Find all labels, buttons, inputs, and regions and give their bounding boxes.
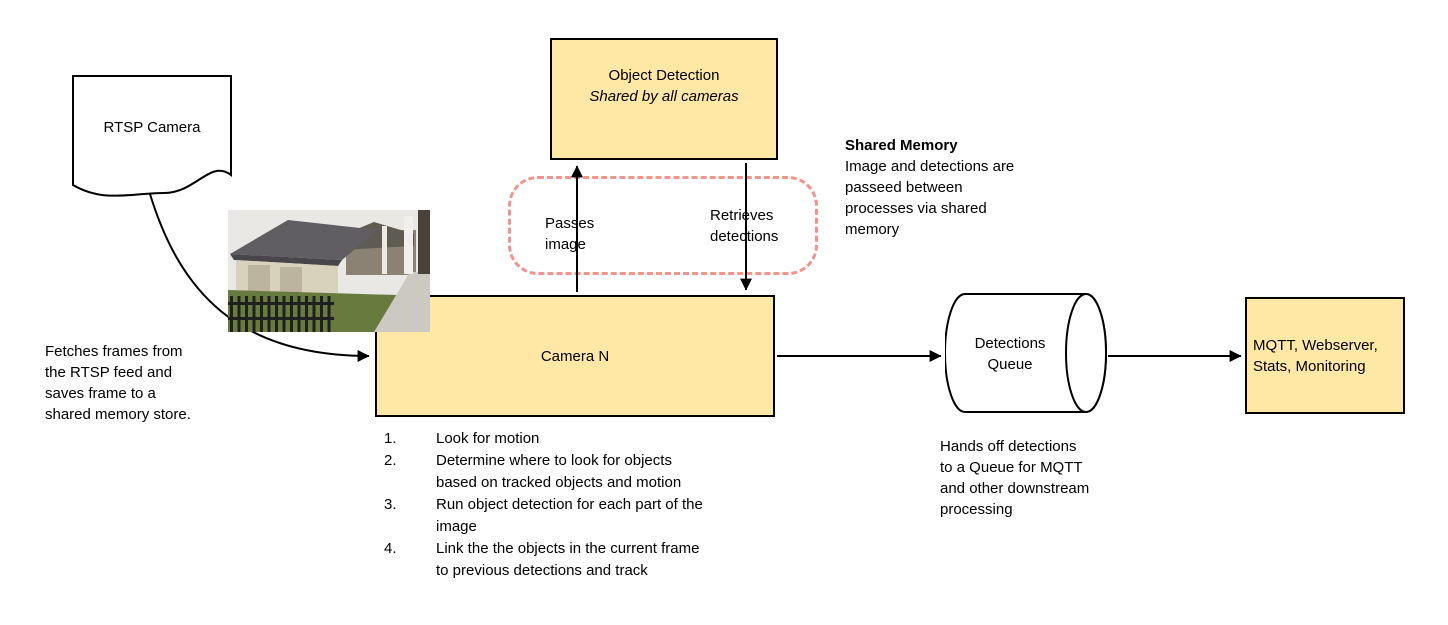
backyard-photo: [228, 210, 430, 332]
document-shape: [72, 75, 232, 197]
rtsp-camera-node: RTSP Camera: [72, 75, 232, 209]
mqtt-label: MQTT, Webserver, Stats, Monitoring: [1253, 336, 1378, 375]
shared-memory-body: Image and detections are passeed between…: [845, 158, 1015, 238]
retrieves-detections-label: Retrieves detections: [710, 207, 779, 245]
camera-step: Run object detection for each part of th…: [384, 494, 703, 535]
camera-feed-image: [228, 210, 430, 332]
detections-queue-node: Detections Queue: [945, 293, 1107, 415]
camera-n-node: Camera N: [375, 295, 775, 417]
camera-step: Look for motion: [384, 428, 540, 450]
mqtt-node: MQTT, Webserver, Stats, Monitoring: [1245, 297, 1405, 414]
camera-steps-list: Look for motion Determine where to look …: [384, 428, 724, 582]
shared-memory-note: Shared Memory Image and detections are p…: [845, 135, 1017, 240]
passes-image-label: Passes image: [545, 215, 595, 253]
shared-memory-title: Shared Memory: [845, 137, 958, 154]
fetches-note: Fetches frames from the RTSP feed and sa…: [45, 343, 191, 423]
camera-step: Link the the objects in the current fram…: [384, 538, 700, 579]
camera-step: Determine where to look for objects base…: [384, 450, 682, 491]
object-detection-subtitle: Shared by all cameras: [589, 88, 739, 105]
queue-handoff-note: Hands off detections to a Queue for MQTT…: [940, 438, 1090, 518]
detections-queue-label: Detections Queue: [974, 335, 1046, 373]
object-detection-node: Object Detection Shared by all cameras: [550, 38, 778, 160]
camera-n-label: Camera N: [540, 347, 610, 365]
cylinder-shape: [945, 293, 1107, 413]
rtsp-camera-label: RTSP Camera: [103, 119, 201, 136]
shared-memory-region: [508, 176, 818, 275]
object-detection-title: Object Detection: [608, 67, 720, 84]
